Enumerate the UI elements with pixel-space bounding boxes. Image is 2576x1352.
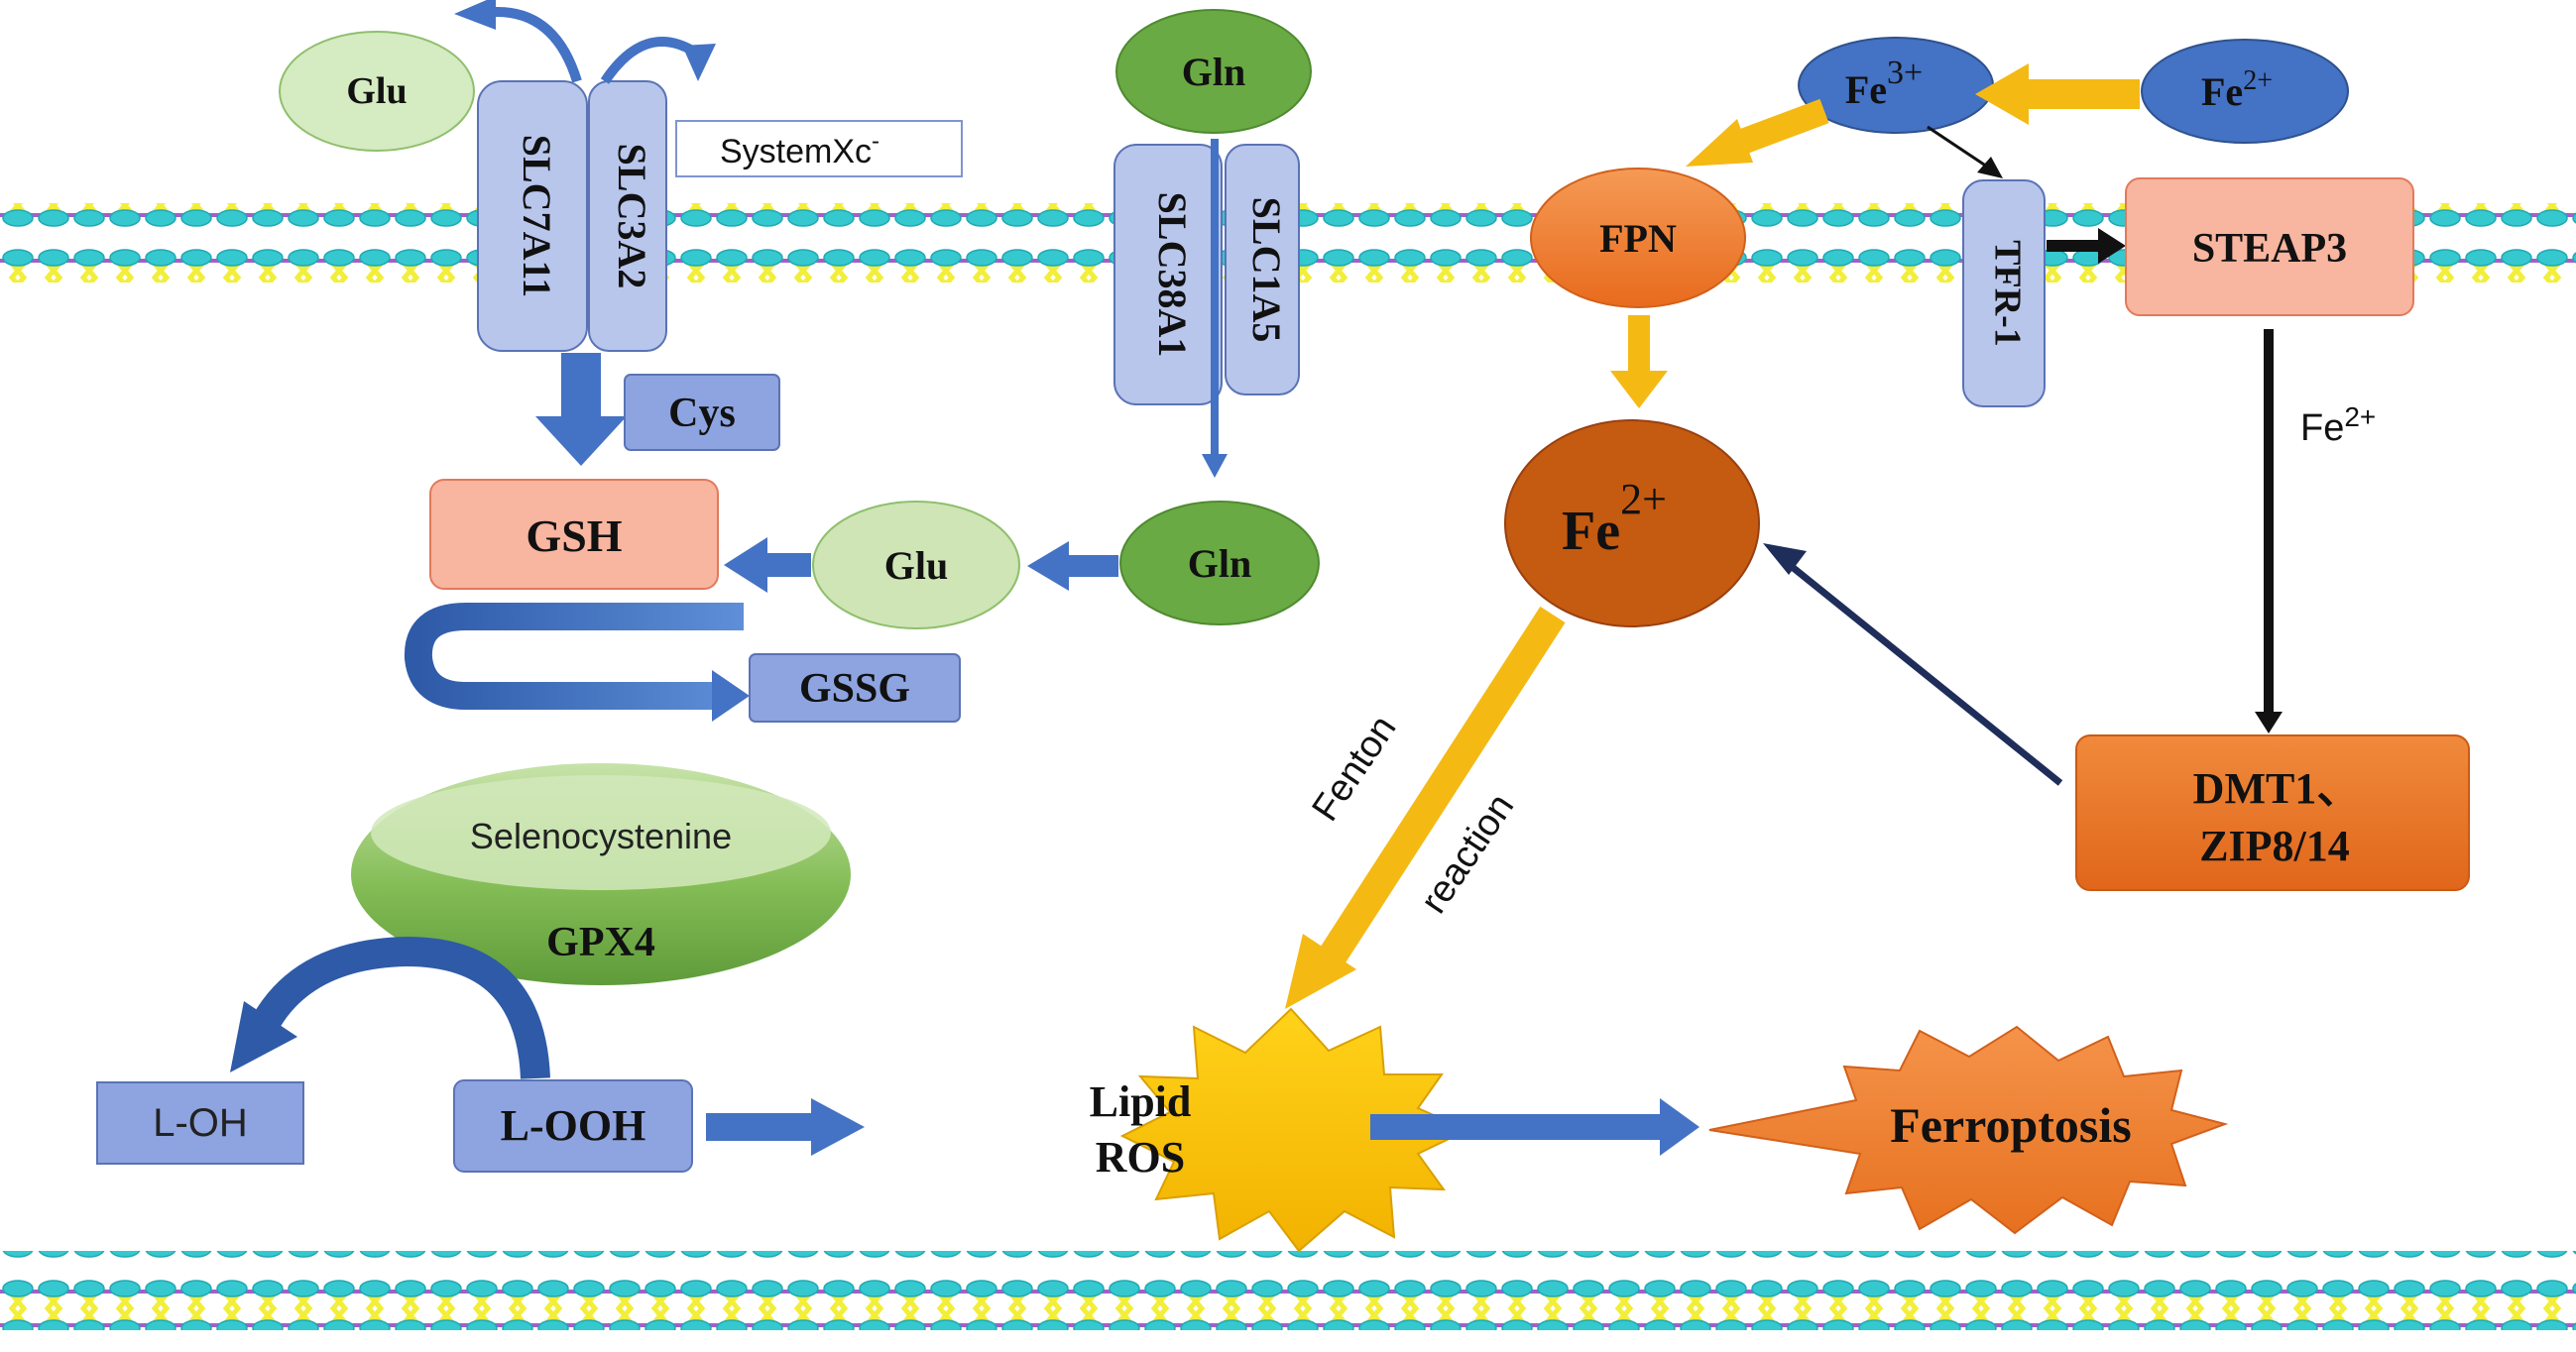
gssg-box xyxy=(749,653,961,723)
ros-label: ROS xyxy=(1096,1133,1185,1182)
slc3a2-label: SLC3A2 xyxy=(610,144,654,289)
glu-top-label: Glu xyxy=(346,70,407,112)
slc7a11-transporter xyxy=(477,80,588,352)
dmt1-to-fe2-line xyxy=(1782,558,2063,786)
fe3-to-tfr1-arrowhead xyxy=(1977,157,2003,178)
slc38a1-label: SLC38A1 xyxy=(1150,192,1195,358)
fe3-to-fpn-arrowhead xyxy=(1686,119,1753,167)
zip-label: ZIP8/14 xyxy=(2199,822,2350,870)
gln-top-label: Gln xyxy=(1182,50,1245,94)
lipid-label: Lipid xyxy=(1090,1077,1192,1126)
fenton-arrow-shaft xyxy=(1316,606,1566,970)
gln-to-glu-arrowhead xyxy=(1027,541,1069,591)
l-oh-box xyxy=(96,1081,304,1165)
slc1a5-label: SLC1A5 xyxy=(1244,197,1289,343)
looh-to-loh-arrow xyxy=(255,936,550,1079)
slc3a2-transporter xyxy=(588,80,667,352)
looh-to-loh-arrowhead xyxy=(230,1001,297,1072)
gln-to-glu-shaft xyxy=(1063,555,1118,577)
selenocystenine-label: Selenocystenine xyxy=(470,816,732,856)
gsh-box xyxy=(429,479,719,590)
fe2-to-fe3-arrowhead xyxy=(1975,63,2029,125)
fenton-arrowhead xyxy=(1285,934,1356,1009)
fe2-top-node xyxy=(2141,39,2349,144)
slc1a5-transporter xyxy=(1225,144,1300,395)
fe2-center-label: Fe2+ xyxy=(1562,475,1667,562)
tfr1-to-steap3-shaft xyxy=(2047,240,2102,252)
steap3-box xyxy=(2125,177,2414,316)
gln-mid-label: Gln xyxy=(1188,541,1251,586)
steap3-to-dmt1-arrowhead xyxy=(2255,712,2283,733)
gsh-label: GSH xyxy=(526,510,622,561)
gpx4-label: GPX4 xyxy=(546,920,655,965)
tfr1-to-steap3-arrowhead xyxy=(2098,228,2126,264)
fpn-to-fe2-shaft xyxy=(1628,315,1650,375)
gln-down-arrowhead xyxy=(1202,454,1228,478)
fpn-node xyxy=(1530,168,1746,308)
looh-to-ros-arrowhead xyxy=(811,1098,865,1156)
glu-export-arrowhead xyxy=(454,0,496,30)
dmt1-to-fe2-arrowhead xyxy=(1763,543,1807,575)
fenton-label: Fenton xyxy=(1305,709,1405,830)
gpx4-highlight xyxy=(371,775,831,890)
fpn-to-fe2-arrowhead xyxy=(1610,371,1668,408)
lower-membrane xyxy=(0,1251,2576,1330)
ferroptosis-label: Ferroptosis xyxy=(1890,1097,2131,1153)
steap3-to-dmt1-shaft xyxy=(2264,329,2274,716)
looh-to-ros-shaft xyxy=(706,1113,815,1141)
l-oh-label: L-OH xyxy=(153,1101,248,1145)
gsh-to-gssg-arrow xyxy=(404,603,744,710)
glu-export-arrow xyxy=(493,6,582,83)
gssg-label: GSSG xyxy=(799,666,910,712)
fe2-edge-label: Fe2+ xyxy=(2300,401,2376,449)
gln-down-arrow-shaft xyxy=(1211,139,1219,456)
cys-box xyxy=(624,374,780,451)
ferroptosis-burst xyxy=(1708,1025,2229,1235)
gln-mid-node xyxy=(1119,501,1320,625)
l-ooh-label: L-OOH xyxy=(501,1101,646,1150)
glu-top-node xyxy=(279,31,475,152)
fe2-to-fe3-shaft xyxy=(2023,79,2140,109)
glu-to-gsh-arrowhead xyxy=(724,537,767,593)
ros-to-ferroptosis-arrowhead xyxy=(1660,1098,1699,1156)
fe2-center-node xyxy=(1504,419,1760,627)
steap3-label: STEAP3 xyxy=(2192,226,2347,272)
cys-down-arrowhead xyxy=(535,416,627,466)
fe3-to-tfr1-line xyxy=(1927,125,1988,169)
slc38a1-transporter xyxy=(1113,144,1223,405)
glu-to-gsh-shaft xyxy=(761,553,811,577)
tfr1-label: TFR-1 xyxy=(1986,240,2028,347)
ros-to-ferroptosis-shaft xyxy=(1370,1114,1664,1140)
gsh-to-gssg-arrowhead xyxy=(712,670,750,722)
dmt1-zip-box xyxy=(2075,734,2470,891)
cys-import-arrowhead xyxy=(682,44,716,81)
lipid-ros-burst xyxy=(1119,1007,1470,1253)
fpn-label: FPN xyxy=(1599,216,1677,261)
cys-down-arrow-shaft xyxy=(561,353,601,418)
fe3-label: Fe3+ xyxy=(1845,55,1923,112)
cys-import-arrow xyxy=(600,37,697,84)
systemxc-label: SystemXc- xyxy=(720,128,879,170)
gln-top-node xyxy=(1115,9,1312,134)
glu-mid-label: Glu xyxy=(884,543,948,588)
tfr1-transporter xyxy=(1962,179,2046,407)
systemxc-box xyxy=(675,120,963,177)
l-ooh-box xyxy=(453,1079,693,1173)
cys-label: Cys xyxy=(668,391,736,436)
dmt1-label: DMT1、 xyxy=(2193,764,2361,813)
slc7a11-label: SLC7A11 xyxy=(515,135,559,298)
glu-mid-node xyxy=(812,501,1020,629)
fe2-top-label: Fe2+ xyxy=(2201,65,2273,114)
